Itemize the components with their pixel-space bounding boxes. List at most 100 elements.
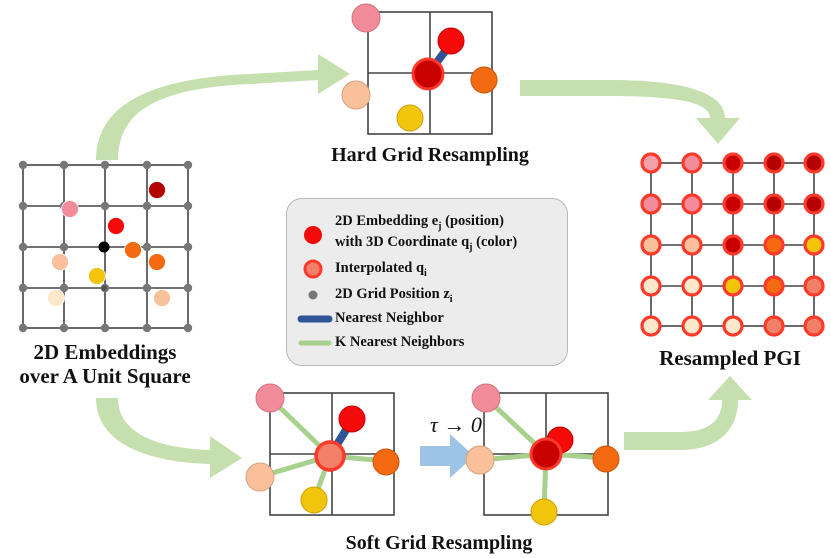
caption-left-line2: over A Unit Square [19,364,191,388]
grid-position-dot [183,323,193,333]
grid-position-dot [100,323,110,333]
arrow-to-soft [96,398,242,478]
embedding-dot [255,383,285,413]
hard-grid [341,3,498,135]
resampled-pixel [803,193,825,215]
grid-position-dot [18,323,28,333]
tau-label: τ → 0 [430,412,482,437]
resampled-pixel [763,193,785,215]
resampled-pixel [803,234,825,256]
grid-position-dot [18,283,28,293]
resampled-pixel [681,193,703,215]
grid-position-dot [142,323,152,333]
resampled-pixel [681,275,703,297]
resampled-pixel [803,315,825,337]
interpolated-point [529,437,563,471]
resampled-pixel [722,234,744,256]
arrow-to-hard [96,54,350,160]
caption-hard-grid: Hard Grid Resampling [331,144,529,166]
soft-grid-left [245,383,400,516]
grid-position-dot [101,285,107,291]
grid-position-dot [59,242,69,252]
embedding-dot [51,253,69,271]
grid-position-dot [183,201,193,211]
embedding-dot [124,241,142,259]
resampled-pixel [763,275,785,297]
legend-interpolated-label: Interpolated qi [335,260,427,279]
resampled-pixel [640,152,662,174]
resampled-pixel [640,275,662,297]
resampled-pixel [763,234,785,256]
resampled-pixel [640,315,662,337]
embedding-dot [437,27,465,55]
arrow-hard-to-pgi [520,80,740,144]
embedding-dot [396,104,424,132]
resampled-pixel [681,152,703,174]
embedding-dot [338,405,366,433]
resampled-pixel [640,234,662,256]
legend-box: 2D Embedding ej (position) with 3D Coord… [286,198,568,366]
legend-embedding-label-2: with 3D Coordinate qj (color) [335,234,518,253]
embedding-dot [470,66,498,94]
grid-position-dot [18,201,28,211]
grid-position-dot [59,323,69,333]
resampled-pixel [681,234,703,256]
legend-embedding-symbol [304,226,322,244]
grid-position-dot [18,242,28,252]
grid-position-dot [142,201,152,211]
grid-position-dot [183,283,193,293]
grid-position-dot [142,283,152,293]
caption-resampled-pgi: Resampled PGI [659,346,801,370]
embedding-dot [107,217,125,235]
arrow-soft-to-pgi [624,376,752,450]
caption-left-line1: 2D Embeddings [33,340,177,364]
interpolated-point [411,57,445,91]
resampled-pixel [803,275,825,297]
resampled-pixel [763,152,785,174]
interpolated-point [314,440,346,472]
embedding-dot [592,445,620,473]
embedding-dot [341,80,371,110]
grid-position-dot [183,242,193,252]
grid-position-dot [59,283,69,293]
flow-arrows [96,54,752,478]
legend-interpolated-symbol [303,259,323,279]
left-embedding-grid [18,160,193,333]
grid-position-dot [100,201,110,211]
embedding-dot [300,486,328,514]
embedding-dot [88,267,106,285]
grid-position-dot [18,160,28,170]
resampled-pixel [722,315,744,337]
embedding-dot [153,289,171,307]
legend-grid-position-label: 2D Grid Position zi [335,286,453,305]
embedding-dot [471,383,501,413]
embedding-dot [61,200,79,218]
resampled-pixel [763,315,785,337]
embedding-dot [372,448,400,476]
resampled-pixel [722,152,744,174]
embedding-dot [351,3,381,33]
resampled-pixel [722,275,744,297]
legend-nearest-symbol [297,315,333,323]
legend-knn-symbol [298,340,332,346]
grid-position-dot [142,160,152,170]
legend-knn-label: K Nearest Neighbors [335,334,465,350]
embedding-dot [465,445,495,475]
resampled-pixel [803,152,825,174]
resampled-pixel [681,315,703,337]
tau-arrow [420,434,474,478]
embedding-dot [530,498,558,526]
embedding-dot [47,289,65,307]
resampled-pgi-grid [640,152,825,337]
grid-position-dot [142,242,152,252]
grid-position-dot [100,160,110,170]
grid-position-dot [183,160,193,170]
resampled-pixel [722,193,744,215]
embedding-dot [148,181,166,199]
highlighted-grid-position [98,241,110,253]
grid-position-dot [59,160,69,170]
caption-soft-grid: Soft Grid Resampling [345,532,533,554]
embedding-dot [148,253,166,271]
soft-grid-right [465,383,620,526]
legend-nearest-label: Nearest Neighbor [335,310,444,326]
